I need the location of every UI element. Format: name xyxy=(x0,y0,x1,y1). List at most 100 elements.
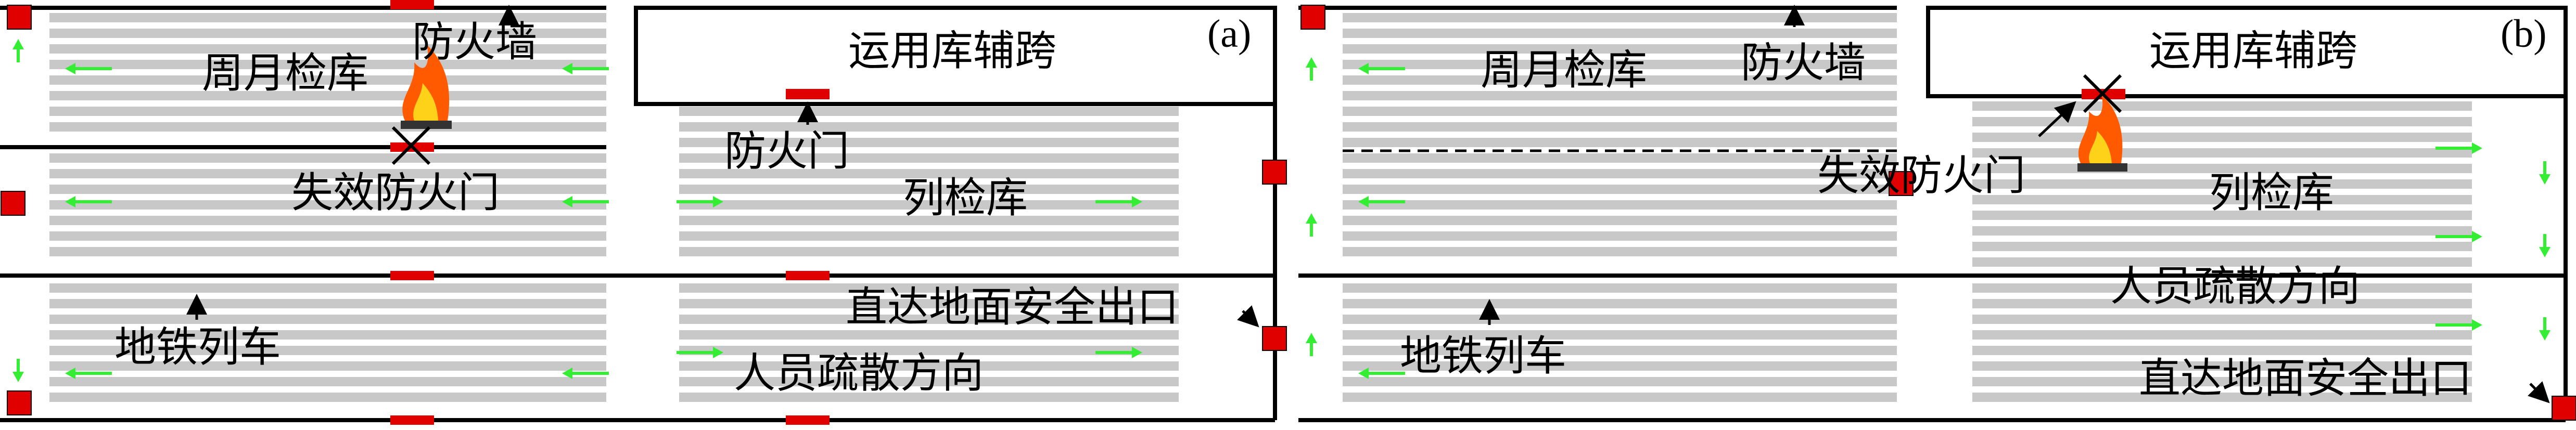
evacuation-arrow-icon xyxy=(65,368,112,379)
aux-span-box-b xyxy=(1926,6,2568,98)
evacuation-arrow-icon xyxy=(1358,63,1405,74)
track-band xyxy=(1343,44,1897,54)
track-band xyxy=(49,330,606,340)
track-band xyxy=(679,138,1179,147)
evacuation-arrow-icon xyxy=(1306,213,1317,237)
evacuation-arrow-icon xyxy=(677,347,723,358)
label-failed-door-a: 失效防火门 xyxy=(291,168,500,217)
track-band xyxy=(679,377,1179,386)
label-inspection-depot-b: 列检库 xyxy=(2209,168,2334,217)
track-band xyxy=(49,200,606,210)
track-band xyxy=(1972,195,2472,204)
track-band xyxy=(49,231,606,241)
aux-span-box-a xyxy=(634,6,1277,106)
track-band xyxy=(1972,117,2472,126)
track-band xyxy=(1343,299,1897,308)
track-band xyxy=(49,185,606,194)
pointers-b xyxy=(1479,5,2550,403)
label-aux-span-b: 运用库辅跨 xyxy=(2149,27,2357,75)
track-band xyxy=(1972,377,2472,386)
failed-door-cross-icon xyxy=(391,126,431,165)
exit-ground-a xyxy=(1262,326,1287,351)
track-band xyxy=(1343,315,1897,324)
track-band xyxy=(1343,283,1897,293)
track-band xyxy=(49,315,606,324)
track-band xyxy=(679,185,1179,194)
evacuation-arrow-icon xyxy=(1306,333,1317,356)
track-band xyxy=(679,122,1179,132)
panel-tag-b: (b) xyxy=(2501,12,2547,56)
track-band xyxy=(49,60,606,69)
track-band xyxy=(1343,377,1897,386)
track-band xyxy=(1972,315,2472,324)
evacuation-arrow-icon xyxy=(562,63,609,74)
track-band xyxy=(49,122,606,132)
door-top-a xyxy=(390,0,434,9)
evacuation-arrow-icon xyxy=(2435,319,2482,331)
track-band xyxy=(49,13,606,22)
track-band xyxy=(1343,13,1897,22)
track-band xyxy=(1343,247,1897,256)
track-band xyxy=(49,91,606,100)
track-band xyxy=(49,107,606,116)
track-band xyxy=(1343,216,1897,225)
track-band xyxy=(679,107,1179,116)
track-band xyxy=(1343,185,1897,194)
track-band xyxy=(679,231,1179,241)
evacuation-arrow-icon xyxy=(1358,368,1405,379)
track-band xyxy=(679,299,1179,308)
track-band xyxy=(1343,393,1897,402)
track-band xyxy=(1972,242,2472,251)
track-band xyxy=(679,200,1179,210)
label-firewall-a: 防火墙 xyxy=(412,18,537,66)
label-firewall-b: 防火墙 xyxy=(1741,38,1866,87)
evacuation-arrow-icon xyxy=(2435,142,2482,154)
track-band xyxy=(1343,330,1897,340)
track-band xyxy=(1972,133,2472,142)
track-band xyxy=(49,361,606,371)
exit-pointer-icon xyxy=(2528,381,2550,403)
evacuation-arrow-icon xyxy=(562,196,609,207)
exit-pointer-icon xyxy=(1237,305,1259,328)
track-band xyxy=(1343,153,1897,163)
track-band xyxy=(1343,107,1897,116)
track-band xyxy=(49,75,606,85)
track-band xyxy=(1343,346,1897,355)
evacuation-arrow-icon xyxy=(2539,161,2551,185)
panel-tag-a: (a) xyxy=(1207,12,1251,56)
evacuation-arrow-icon xyxy=(12,359,24,382)
exit-top-left-a xyxy=(7,5,32,30)
panel-a: 周月检库 防火墙 失效防火门 地铁列车 运用库辅跨 (a) 防火门 列检库 直达… xyxy=(0,0,1287,425)
track-band xyxy=(1972,101,2472,111)
label-metro-train-a: 地铁列车 xyxy=(114,323,281,371)
exits-b xyxy=(1300,5,2576,421)
track-band xyxy=(679,153,1179,163)
fire-icon xyxy=(2077,95,2127,172)
track-band xyxy=(1972,179,2472,189)
track-band xyxy=(49,299,606,308)
label-ground-exit-b: 直达地面安全出口 xyxy=(2139,354,2472,402)
exit-mid-left-a xyxy=(1,191,25,216)
door-bottom-left-a xyxy=(390,415,434,425)
track-band xyxy=(1972,226,2472,236)
exit-top-left-b xyxy=(1300,5,1325,30)
door-bottom-right-a xyxy=(786,415,830,425)
exit-bottom-left-a xyxy=(7,390,32,415)
evacuation-arrow-icon xyxy=(1095,347,1142,358)
track-band xyxy=(679,346,1179,355)
evacuation-arrow-icon xyxy=(1358,196,1405,207)
track-band xyxy=(679,361,1179,371)
track-band xyxy=(1972,148,2472,158)
track-band xyxy=(1972,257,2472,267)
track-band xyxy=(679,315,1179,324)
track-band xyxy=(1972,346,2472,355)
label-aux-span-a: 运用库辅跨 xyxy=(848,27,1056,75)
fire-icon xyxy=(401,45,452,129)
evacuation-arrow-icon xyxy=(1095,196,1142,207)
track-band xyxy=(1343,75,1897,85)
label-ground-exit-a: 直达地面安全出口 xyxy=(846,283,1179,331)
exit-mid-b xyxy=(1889,171,1914,196)
track-band xyxy=(49,393,606,402)
